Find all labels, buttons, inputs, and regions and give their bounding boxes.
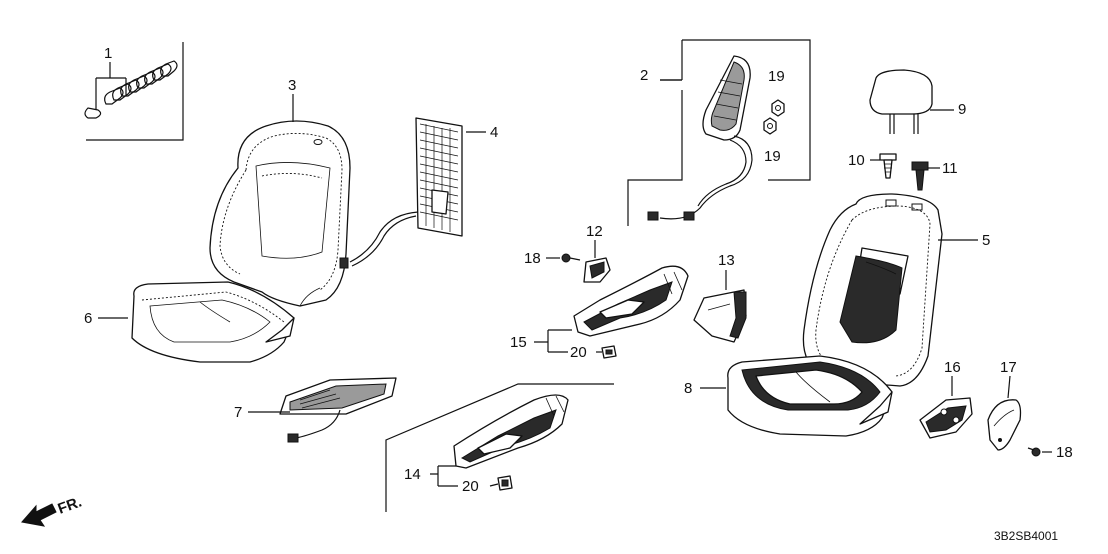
- callout-4: 4: [490, 124, 498, 141]
- part-20-clip-lower: [497, 475, 513, 491]
- callout-11: 11: [942, 160, 958, 177]
- part-2-side-airbag-module: [627, 39, 811, 226]
- leader-lines: [95, 62, 1052, 487]
- callout-3: 3: [288, 77, 296, 94]
- part-19-nut-lower: [763, 117, 777, 135]
- callout-7: 7: [234, 404, 242, 421]
- callout-9: 9: [958, 101, 966, 118]
- part-13-side-panel-trim: [693, 289, 747, 343]
- part-7-seat-cushion-heater-mat: [279, 377, 397, 443]
- callout-18-upper: 18: [524, 250, 541, 267]
- part-20-clip-upper: [601, 345, 617, 359]
- callout-14: 14: [404, 466, 421, 483]
- diagram-code: 3B2SB4001: [994, 529, 1058, 543]
- callout-12: 12: [586, 223, 603, 240]
- callout-13: 13: [718, 252, 735, 269]
- front-direction-arrow: [21, 503, 57, 527]
- part-18-screw-upper: [561, 253, 581, 263]
- part-12-recliner-knob: [583, 257, 611, 283]
- part-11-headrest-guide-lock: [911, 161, 929, 191]
- part-18-screw-lower: [1027, 447, 1041, 457]
- part-4-seatback-heater-mat: [339, 117, 463, 269]
- callout-16: 16: [944, 359, 961, 376]
- callout-5: 5: [982, 232, 990, 249]
- callout-2: 2: [640, 67, 648, 84]
- part-17-side-cap: [987, 399, 1022, 451]
- part-9-headrest: [869, 69, 933, 134]
- callout-15: 15: [510, 334, 527, 351]
- callout-18-lower: 18: [1056, 444, 1073, 461]
- part-5-seatback-cover-right: [802, 193, 943, 387]
- part-19-nut-upper: [771, 99, 785, 117]
- part-8-seat-cushion-right: [727, 355, 893, 437]
- callout-8: 8: [684, 380, 692, 397]
- callout-19-lower: 19: [764, 148, 781, 165]
- part-1-clip-set: [84, 42, 184, 141]
- callout-20-upper: 20: [570, 344, 587, 361]
- callout-labels: 1 2 3 4 5 6 7 8 9 10 11 12 13 14 15 16 1…: [56, 45, 1073, 543]
- part-15-seat-side-cover: [573, 265, 689, 337]
- part-10-headrest-guide: [879, 153, 897, 179]
- part-3-seatback-cover-left: [209, 120, 351, 307]
- part-16-seat-bracket: [919, 397, 973, 439]
- callout-6: 6: [84, 310, 92, 327]
- direction-label: FR.: [56, 494, 85, 518]
- callout-10: 10: [848, 152, 865, 169]
- callout-1: 1: [104, 45, 112, 62]
- part-6-seat-cushion-left: [131, 281, 295, 363]
- callout-19-upper: 19: [768, 68, 785, 85]
- part-14-seat-side-cover-inner: [385, 383, 614, 512]
- callout-17: 17: [1000, 359, 1017, 376]
- callout-20-lower: 20: [462, 478, 479, 495]
